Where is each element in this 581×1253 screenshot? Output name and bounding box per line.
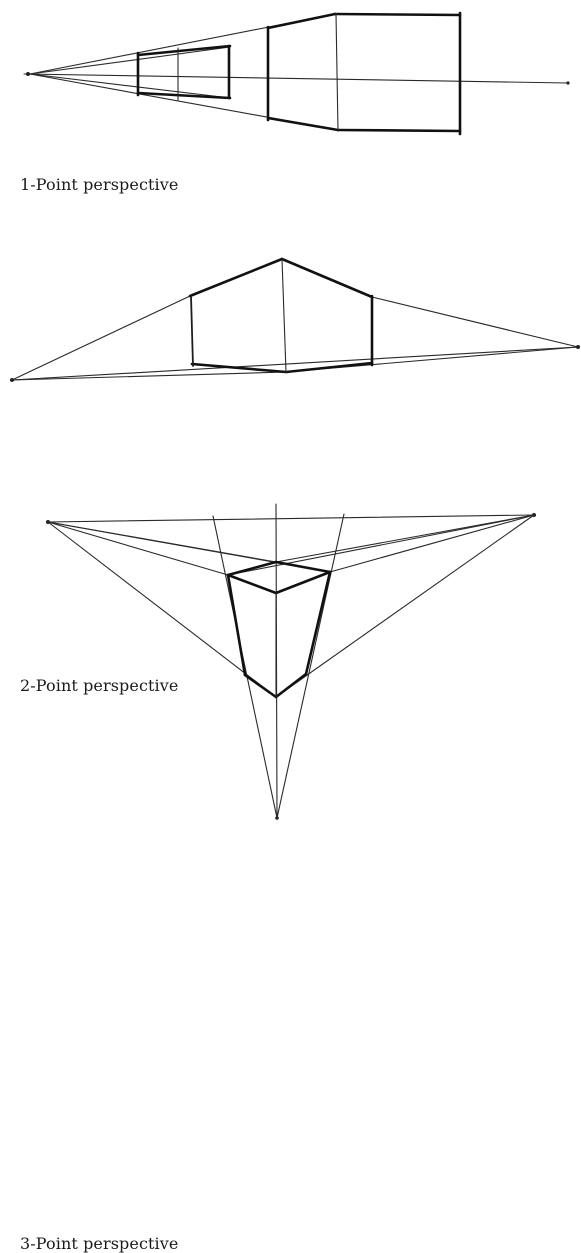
box-top-front-right [274, 570, 332, 595]
caption-one-point: 1-Point perspective [20, 175, 179, 194]
box-front-vertical [281, 258, 287, 373]
left-vp-line-upper [47, 521, 229, 576]
vanishing-point [26, 72, 30, 76]
right-vp-line-bottom [275, 514, 535, 698]
right-vertical-guide [276, 513, 345, 819]
box-top-front-left [226, 573, 278, 595]
caption-two-point: 2-Point perspective [20, 676, 179, 695]
large-box-top-left-edge [266, 12, 337, 30]
left-convergence-bottom [11, 371, 287, 381]
two-point-perspective-panel: 2-Point perspective [0, 240, 581, 695]
convergence-line-small-box-bottom [29, 73, 231, 99]
box-bottom-left-edge [243, 673, 278, 699]
three-point-perspective-panel: 3-Point perspective [0, 500, 581, 1253]
large-box-middle-edge [335, 13, 339, 132]
convergence-line-small-box-top [29, 46, 231, 75]
box-top-left-edge [188, 257, 284, 298]
one-point-perspective-panel: 1-Point perspective [0, 0, 581, 205]
one-point-perspective-sketch [23, 11, 570, 136]
large-box-bottom-edge [336, 128, 462, 133]
small-box-bottom-edge [136, 91, 232, 100]
large-box-bottom-left-edge [266, 116, 340, 132]
large-box-top-edge [333, 12, 462, 17]
right-vp-line-top [275, 514, 535, 563]
right-convergence-top [371, 296, 579, 348]
box-top-right-edge [274, 560, 332, 574]
right-vanishing-point [576, 345, 580, 349]
box-bottom-left-edge [190, 362, 288, 374]
horizon-line [11, 346, 579, 381]
caption-three-point: 3-Point perspective [20, 1234, 179, 1253]
right-vp-line-upper [329, 514, 535, 573]
box-right-vertical [304, 570, 332, 676]
left-vanishing-point [10, 378, 14, 382]
box-left-vertical [190, 295, 194, 367]
horizon-line [23, 73, 569, 84]
left-convergence-top [11, 295, 191, 381]
box-bottom-right-edge [284, 361, 374, 374]
box-top-left-edge [226, 560, 278, 577]
box-top-right-edge [280, 257, 374, 299]
left-vertical-guide [212, 515, 278, 819]
three-point-perspective-sketch [46, 503, 536, 820]
horizon-end-mark [566, 81, 570, 85]
right-vp-line-far [227, 514, 535, 576]
small-box-top-edge [136, 44, 232, 57]
horizon-line [47, 514, 535, 523]
two-point-perspective-sketch [10, 257, 580, 382]
box-bottom-right-edge [274, 672, 308, 699]
left-vp-line-bottom [47, 521, 277, 698]
box-left-vertical [226, 573, 247, 677]
